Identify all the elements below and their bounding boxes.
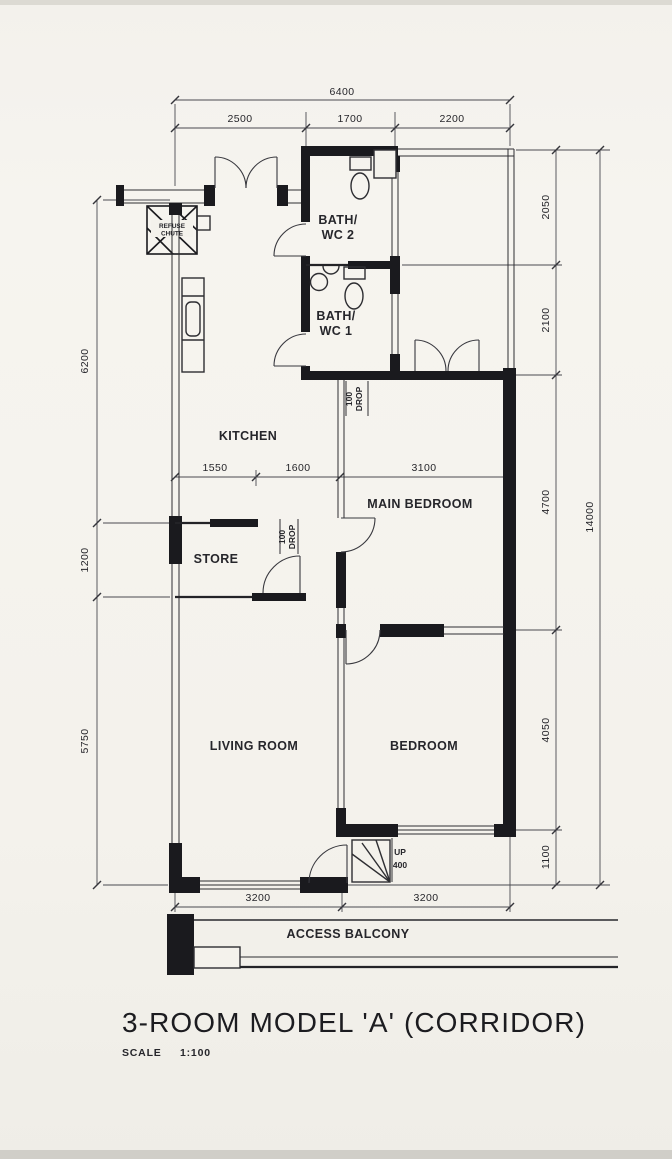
bath-drop-threshold: 100 DROP [344,381,369,416]
dim-int-seg-1: 1550 [203,462,228,474]
drop-bath-label-1: 100 [344,392,354,406]
wall-basin-icon [322,265,340,275]
room-label-bedroom: BEDROOM [390,739,458,753]
dim-right-seg-4: 4050 [540,718,552,743]
entry-door [308,844,348,884]
dimension-row-interior: 1550 1600 3100 [170,462,515,486]
bedroom-door [345,629,381,665]
upper-right-double-door [414,339,480,372]
dim-bottom-seg-1: 3200 [246,892,271,904]
dim-int-seg-3: 3100 [412,462,437,474]
room-label-bath-wc1-2: WC 1 [320,324,353,338]
room-label-bath-wc1-1: BATH/ [316,309,355,323]
dim-top-overall: 6400 [330,86,355,98]
dim-left-seg-1: 6200 [79,349,91,374]
corridor-wall [116,185,307,206]
dim-right-seg-1: 2050 [540,195,552,220]
bath-wc1-door [273,333,307,367]
dimension-chain-left: 6200 1200 5750 [79,195,170,890]
toilet-bowl-icon [350,172,370,200]
dim-right-seg-5: 1100 [540,845,552,869]
bath-wc2-fixtures [349,156,372,200]
toilet-tank-icon [343,266,366,280]
room-label-bath-wc2-1: BATH/ [318,213,357,227]
entrance-double-door [214,156,278,189]
hall-bedroom-wall [336,380,346,828]
bedroom-bottom-wall [336,824,516,837]
bath-wc1-fixtures [309,265,366,310]
drop-bath-label-2: DROP [354,386,364,411]
dimension-chain-top: 6400 2500 1700 2200 [170,86,515,186]
room-label-kitchen: KITCHEN [219,429,277,443]
basin-icon [309,272,329,292]
toilet-bowl-icon [344,282,364,310]
dim-top-seg-2: 1700 [338,113,363,125]
scan-edge-bottom [0,1150,672,1159]
drawing-title: 3-ROOM MODEL 'A' (CORRIDOR) [122,1007,586,1038]
bedroom-divider-wall [336,624,504,638]
right-exterior-wall [503,368,516,832]
bath-wc2-door [273,223,307,257]
chute-hopper [196,215,211,231]
dim-left-seg-3: 5750 [79,729,91,754]
drop-store-label-1: 100 [277,530,287,544]
room-label-bath-wc2-2: WC 2 [322,228,355,242]
left-exterior-wall [169,203,182,879]
service-duct [373,149,397,179]
dimension-chain-bottom: 3200 3200 [170,836,515,912]
dim-top-seg-3: 2200 [440,113,465,125]
kitchen-sink-unit [181,277,205,373]
dim-right-overall: 14000 [584,501,596,532]
room-label-main-bedroom: MAIN BEDROOM [367,497,473,511]
dim-right-seg-3: 4700 [540,490,552,515]
room-label-store: STORE [194,552,239,566]
dim-int-seg-2: 1600 [286,462,311,474]
toilet-tank-icon [349,156,372,171]
up-step-label-2: 400 [393,860,407,870]
dim-left-seg-2: 1200 [79,548,91,573]
entry-steps: UP 400 [351,838,407,883]
scale-value: 1:100 [180,1047,211,1059]
dim-right-seg-2: 2100 [540,308,552,333]
room-label-access-balcony: ACCESS BALCONY [287,927,410,941]
dim-bottom-seg-2: 3200 [414,892,439,904]
main-bedroom-door [340,517,376,553]
dim-top-seg-1: 2500 [228,113,253,125]
access-balcony [167,914,618,975]
scan-edge-top [0,0,672,5]
up-step-label-1: UP [394,847,406,857]
store-walls [175,519,306,601]
drop-store-label-2: DROP [287,524,297,549]
bathroom-walls [301,146,515,380]
store-door [262,555,301,594]
living-room-bottom-wall [169,877,348,893]
store-drop-threshold: 100 DROP [277,519,299,554]
dimension-chain-right: 2050 2100 4700 4050 1100 14000 [348,145,610,890]
scale-label: SCALE [122,1047,162,1059]
room-label-living-room: LIVING ROOM [210,739,298,753]
